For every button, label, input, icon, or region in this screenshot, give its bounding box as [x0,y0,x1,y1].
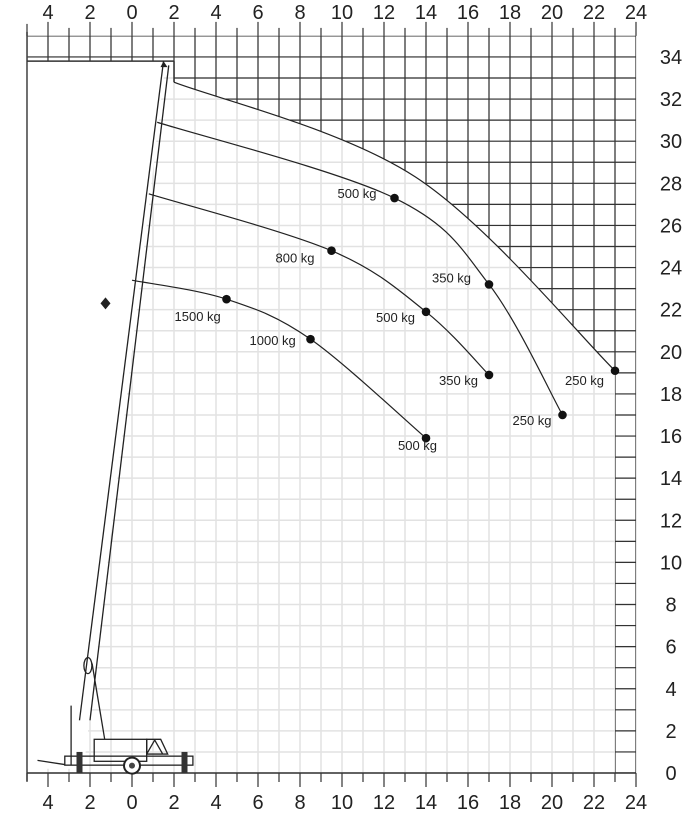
x-tick-label-bottom: 2 [84,792,95,814]
x-tick-label-top: 4 [210,2,221,24]
data-point [421,433,431,443]
outrigger-left [76,751,83,773]
x-tick-label-bottom: 8 [294,792,305,814]
drawbar [37,759,65,766]
y-tick-label: 8 [665,595,676,617]
x-tick-label-bottom: 4 [210,792,221,814]
y-tick-label: 22 [660,300,682,322]
x-tick-label-top: 10 [331,2,353,24]
load-label: 250 kg [565,373,604,388]
x-tick-label-top: 2 [84,2,95,24]
data-point [610,366,620,376]
x-tick-label-top: 24 [625,2,647,24]
x-tick-label-top: 18 [499,2,521,24]
outrigger-right [181,751,188,773]
boom-joint [100,297,111,310]
boom-left-edge [78,61,165,721]
x-tick-label-bottom: 14 [415,792,437,814]
x-tick-label-top: 12 [373,2,395,24]
frame-truss [146,738,169,755]
data-point [421,307,431,317]
load-curve [157,121,564,416]
data-point [484,280,494,289]
data-point [390,193,399,203]
y-tick-label: 12 [660,510,682,532]
x-tick-label-top: 2 [168,2,179,24]
data-point [558,410,567,420]
x-tick-label-top: 8 [294,2,305,24]
boom-right-edge [89,65,170,721]
x-tick-label-bottom: 0 [126,792,137,814]
boom-cylinder [91,663,106,740]
y-tick-label: 30 [660,131,682,153]
data-point [484,370,494,380]
crane-illustration [37,61,194,775]
data-point [222,294,231,304]
x-tick-label-bottom: 10 [331,792,353,814]
load-label: 350 kg [432,270,471,285]
load-curves: 1500 kg 1000 kg 500 kg 800 kg 500 kg 350 kg 50… [131,81,620,453]
x-tick-label-top: 4 [42,2,53,24]
load-label: 500 kg [376,310,415,325]
y-tick-label: 28 [660,173,682,195]
x-tick-label-bottom: 4 [42,792,53,814]
boom-tip [160,61,168,68]
load-label: 500 kg [338,186,377,201]
load-label: 1000 kg [250,333,296,348]
load-curve [173,81,616,372]
data-point [306,334,315,344]
data-point [327,246,336,256]
wheel-hub [129,762,135,769]
y-tick-label: 34 [660,47,682,69]
load-label: 800 kg [276,251,315,266]
x-tick-label-top: 20 [541,2,563,24]
x-tick-label-bottom: 12 [373,792,395,814]
y-tick-label: 24 [660,258,682,280]
tick-labels: 4422002244668810101212141416161818202022… [42,2,682,814]
x-tick-label-bottom: 24 [625,792,647,814]
boom-pivot [83,656,93,675]
y-tick-label: 14 [660,468,682,490]
y-tick-label: 20 [660,342,682,364]
y-tick-label: 16 [660,426,682,448]
blank-area [27,61,166,769]
load-label: 250 kg [513,413,552,428]
x-tick-label-bottom: 16 [457,792,479,814]
cab [93,738,148,762]
load-label: 1500 kg [175,309,221,324]
x-tick-label-top: 22 [583,2,605,24]
x-tick-label-top: 14 [415,2,437,24]
x-tick-label-bottom: 18 [499,792,521,814]
y-tick-label: 4 [665,679,676,701]
y-tick-label: 0 [665,763,676,785]
y-tick-label: 6 [665,637,676,659]
load-curve [131,279,427,439]
y-tick-label: 10 [660,552,682,574]
y-tick-label: 32 [660,89,682,111]
x-tick-label-top: 6 [252,2,263,24]
y-tick-label: 26 [660,215,682,237]
x-tick-label-top: 0 [126,2,137,24]
load-label: 500 kg [398,438,437,453]
x-tick-label-bottom: 22 [583,792,605,814]
y-tick-label: 2 [665,721,676,743]
y-tick-label: 18 [660,384,682,406]
load-label: 350 kg [439,373,478,388]
x-tick-label-bottom: 2 [168,792,179,814]
x-tick-label-bottom: 20 [541,792,563,814]
load-curve [148,193,490,376]
x-tick-label-bottom: 6 [252,792,263,814]
x-tick-label-top: 16 [457,2,479,24]
